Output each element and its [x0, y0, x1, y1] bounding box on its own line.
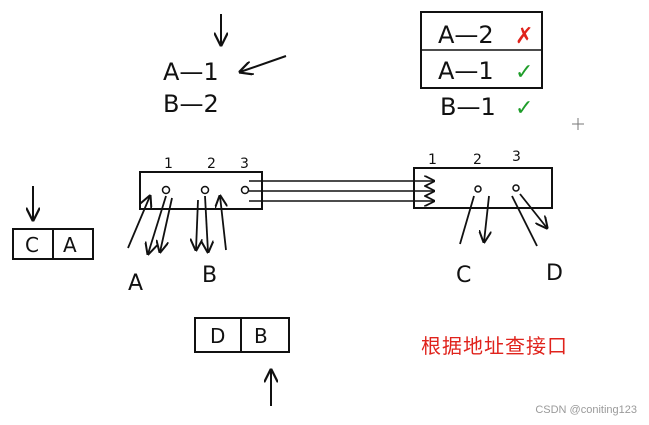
mapping-row: B—1: [440, 93, 496, 121]
frame-src: A: [63, 233, 77, 257]
link-arrow: [519, 193, 547, 228]
frame-bottom: D B: [194, 317, 290, 406]
link-arrow: [511, 195, 538, 247]
port-1: [161, 185, 171, 195]
frame-dst: D: [210, 324, 225, 348]
port-label: 2: [207, 156, 216, 172]
host-label: B: [202, 263, 217, 288]
check-icon: ✓: [515, 96, 533, 121]
trunk-link: [249, 181, 434, 201]
port-label: 2: [473, 152, 482, 168]
mapping-table-right: A—2 ✗ A—1 ✓ B—1 ✓: [420, 11, 543, 121]
frame-top: C A: [12, 186, 94, 260]
switch-left: 1 2 3 A B: [127, 156, 263, 296]
cross-icon: ✗: [515, 24, 533, 49]
pointer-arrow-icon: [240, 55, 287, 72]
host-label: A: [128, 271, 143, 296]
port-2: [200, 185, 210, 195]
mapping-table-left: A—1 B—2: [163, 14, 287, 118]
port-2: [474, 185, 482, 193]
frame-dst: C: [25, 233, 39, 257]
port-label: 1: [164, 156, 173, 172]
port-3: [512, 184, 520, 192]
watermark-text: CSDN @coniting123: [535, 404, 637, 416]
link-arrow: [196, 199, 198, 250]
port-3: [240, 185, 250, 195]
link-arrow: [220, 196, 226, 251]
check-icon: ✓: [515, 60, 533, 85]
link-arrow: [148, 195, 167, 254]
link-arrow: [127, 196, 150, 249]
mapping-row: A—1: [163, 58, 219, 86]
host-label: D: [546, 261, 563, 286]
cursor-icon: [572, 118, 584, 130]
port-label: 3: [240, 156, 249, 172]
link-arrow: [459, 195, 475, 245]
switch-body: [413, 167, 553, 209]
mapping-row: B—2: [163, 90, 219, 118]
port-label: 1: [428, 152, 437, 168]
switch-right: 1 2 3 C D: [413, 149, 563, 288]
link-arrow: [484, 195, 489, 242]
port-label: 3: [512, 149, 521, 165]
link-arrow: [160, 197, 173, 252]
mapping-row: A—1: [438, 57, 494, 85]
host-label: C: [456, 263, 471, 288]
mapping-row: A—2: [438, 21, 494, 49]
link-arrow: [205, 195, 208, 252]
frame-src: B: [254, 324, 268, 348]
caption-text: 根据地址查接口: [421, 334, 568, 358]
